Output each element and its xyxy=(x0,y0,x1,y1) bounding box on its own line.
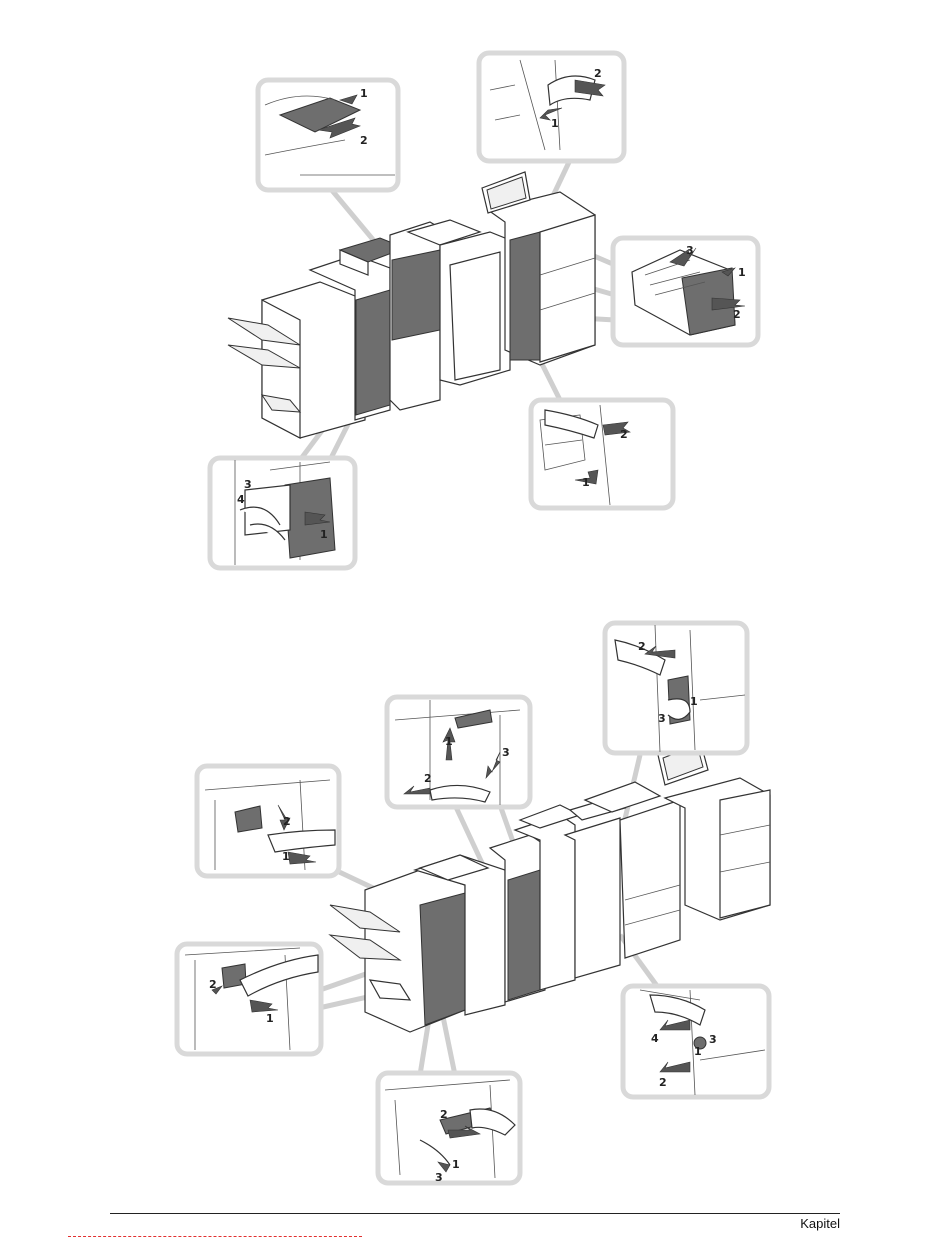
step-number: 2 xyxy=(638,640,646,653)
step-number: 1 xyxy=(551,117,559,130)
callout-top-right-b: 2 1 3 xyxy=(605,623,747,753)
step-number: 2 xyxy=(360,134,368,147)
step-number: 2 xyxy=(594,67,602,80)
callout-bottom-left: 3 4 1 xyxy=(210,458,355,568)
step-number: 3 xyxy=(686,244,694,257)
step-number: 2 xyxy=(283,815,291,828)
step-number: 3 xyxy=(502,746,510,759)
red-dashed-line xyxy=(68,1236,362,1237)
callout-front-door: 2 1 xyxy=(531,400,673,508)
step-number: 2 xyxy=(733,308,741,321)
callout-top-center: 1 2 3 xyxy=(387,697,530,807)
callout-top-left: 1 2 xyxy=(258,80,398,190)
step-number: 3 xyxy=(658,712,666,725)
step-number: 1 xyxy=(694,1045,702,1058)
footer-rule xyxy=(110,1213,840,1214)
step-number: 4 xyxy=(237,493,245,506)
top-illustration: 1 2 2 1 3 1 2 2 1 xyxy=(0,0,950,590)
step-number: 2 xyxy=(620,428,628,441)
step-number: 1 xyxy=(320,528,328,541)
callout-bottom-center: 2 1 3 xyxy=(378,1073,520,1184)
step-number: 3 xyxy=(244,478,252,491)
step-number: 2 xyxy=(659,1076,667,1089)
bottom-illustration: 1 2 3 2 1 3 2 1 2 1 xyxy=(0,600,950,1200)
step-number: 1 xyxy=(738,266,746,279)
callout-bottom-right: 4 1 3 2 xyxy=(623,986,769,1097)
step-number: 1 xyxy=(582,476,590,489)
step-number: 1 xyxy=(266,1012,274,1025)
step-number: 2 xyxy=(209,978,217,991)
step-number: 1 xyxy=(690,695,698,708)
step-number: 1 xyxy=(445,735,453,748)
step-number: 2 xyxy=(424,772,432,785)
step-number: 1 xyxy=(452,1158,460,1171)
step-number: 1 xyxy=(360,87,368,100)
step-number: 1 xyxy=(282,850,290,863)
callout-left-lower: 2 1 xyxy=(177,944,321,1054)
callout-left-upper: 2 1 xyxy=(197,766,339,876)
step-number: 4 xyxy=(651,1032,659,1045)
footer-chapter-label: Kapitel xyxy=(800,1216,840,1231)
callout-top-right: 2 1 xyxy=(479,53,624,161)
step-number: 3 xyxy=(435,1171,443,1184)
step-number: 3 xyxy=(709,1033,717,1046)
step-number: 2 xyxy=(440,1108,448,1121)
callout-drawer: 3 1 2 xyxy=(613,238,758,345)
